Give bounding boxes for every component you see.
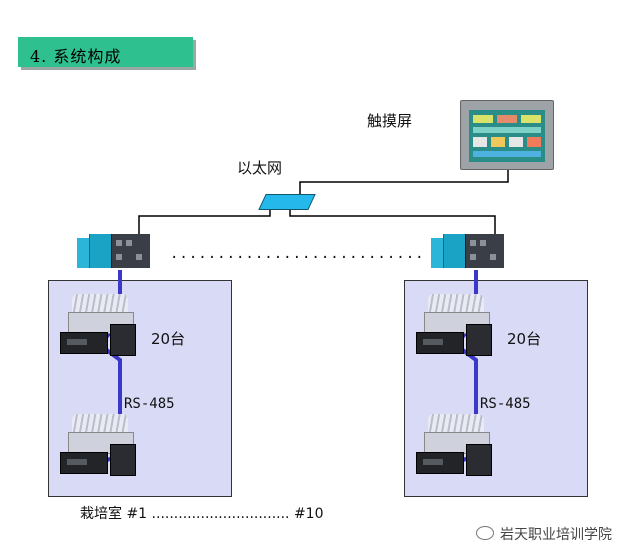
ethernet-line-left [138, 207, 271, 236]
touchscreen-label: 触摸屏 [367, 112, 413, 130]
ethernet-label: 以太网 [237, 159, 283, 177]
machine-right-top [416, 294, 494, 356]
section-title: 4. 系统构成 [30, 47, 122, 66]
machine-left-bottom [60, 414, 138, 476]
touchscreen-device [460, 100, 554, 170]
ethernet-line-right [289, 207, 496, 236]
watermark: 岩天职业培训学院 [476, 524, 612, 544]
ethernet-hub-icon [258, 194, 316, 210]
wechat-icon [476, 526, 494, 540]
section-header [18, 37, 193, 67]
machine-right-bottom [416, 414, 494, 476]
rs485-label-right: RS-485 [480, 396, 531, 412]
ethernet-line-hmi [299, 168, 509, 194]
unit-count-left: 20台 [151, 330, 186, 348]
machine-left-top [60, 294, 138, 356]
plc-ellipsis: ........................... [170, 246, 425, 262]
room-range-label: 栽培室 #1 ............................... #… [80, 506, 324, 522]
plc-right [431, 234, 504, 270]
rs485-label-left: RS-485 [124, 396, 175, 412]
watermark-text: 岩天职业培训学院 [500, 527, 612, 543]
touchscreen-display [469, 110, 545, 162]
unit-count-right: 20台 [507, 330, 542, 348]
plc-left [77, 234, 150, 270]
